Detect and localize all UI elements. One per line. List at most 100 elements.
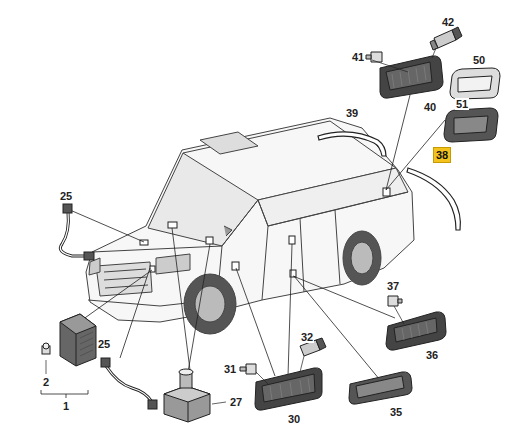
car-body-part — [268, 210, 340, 284]
interior-lamp-part — [366, 55, 371, 59]
interior-lamp-part — [372, 48, 436, 72]
cable-part — [101, 358, 110, 367]
trim-strip — [318, 132, 460, 230]
car-body-part — [224, 226, 232, 236]
footwell-lamp-part — [356, 376, 404, 398]
car-body-part — [148, 153, 258, 246]
callout-number: 39 — [345, 107, 359, 119]
callout-number: 30 — [287, 413, 301, 425]
location-marker — [140, 188, 390, 277]
car-body-part — [104, 269, 148, 288]
callout-number: 41 — [351, 51, 365, 63]
door-lamp-part — [240, 367, 246, 371]
control-module-part — [60, 314, 96, 366]
leader-line-part — [188, 244, 210, 372]
interior-lamp — [366, 27, 462, 98]
control-module-part — [76, 334, 77, 366]
control-module-part — [43, 343, 49, 349]
cable — [60, 204, 94, 260]
car-body-part — [184, 274, 236, 334]
control-module-part — [60, 314, 96, 334]
callout-number: 40 — [423, 101, 437, 113]
callout-number: 50 — [472, 54, 486, 66]
callout-number: 36 — [425, 349, 439, 361]
door-switch-part — [179, 369, 193, 375]
control-module-part — [41, 390, 88, 398]
interior-lamp-part — [452, 27, 462, 40]
boot-lamp — [386, 296, 446, 350]
boot-lamp-part — [388, 296, 398, 306]
door-lamp-part — [246, 364, 256, 374]
boot-lamp-part — [386, 312, 446, 350]
interior-lamp-part — [386, 62, 432, 90]
footwell-lamp — [349, 372, 412, 404]
door-lamp-part — [255, 368, 322, 410]
door-lamp-part — [316, 338, 326, 350]
boot-lamp-part — [398, 299, 402, 303]
cable-part — [60, 212, 84, 256]
cable-part — [63, 204, 72, 213]
leader-line-part — [288, 244, 292, 376]
cable-part — [148, 400, 157, 409]
leader-line-part — [386, 95, 410, 190]
car-body-part — [258, 168, 408, 226]
door-lamp-part — [256, 356, 304, 384]
trim-strip-part — [407, 168, 460, 230]
car-body-part — [200, 132, 258, 154]
callout-number: 2 — [42, 376, 50, 388]
door-switch-part — [212, 402, 226, 404]
control-module — [41, 314, 96, 398]
lamp-lens-part — [454, 116, 488, 134]
leader-line-part — [294, 276, 380, 380]
boot-lamp-part — [402, 322, 428, 340]
callout-number: 27 — [229, 396, 243, 408]
cable-part — [84, 252, 94, 260]
door-lamp-part — [270, 378, 310, 400]
leader-line-part — [293, 276, 395, 318]
interior-lamp-part — [392, 66, 426, 88]
car-body-part — [89, 258, 100, 275]
leader-line-part — [70, 210, 144, 242]
cable-part — [106, 366, 152, 402]
callout-number: 1 — [62, 400, 70, 412]
lamp-lens — [444, 68, 500, 142]
cable-part — [106, 366, 152, 402]
door-lamp-part-part — [270, 378, 310, 400]
leader-line-part — [82, 270, 152, 320]
callout-number: 32 — [300, 331, 314, 343]
car-body-part — [156, 254, 190, 274]
callout-number: 42 — [441, 16, 455, 28]
lamp-lens-part — [444, 108, 498, 142]
callout-number: 35 — [389, 406, 403, 418]
control-module-part — [80, 332, 93, 356]
callout-number: 38 — [433, 147, 451, 163]
interior-lamp-part — [380, 56, 443, 98]
interior-lamp-part — [430, 40, 438, 50]
callout-number: 25 — [97, 338, 111, 350]
boot-lamp-part — [394, 318, 437, 342]
car-body-part — [335, 192, 408, 210]
boot-lamp-part-part — [402, 322, 428, 340]
location-marker-part — [206, 237, 213, 244]
door-switch — [164, 369, 226, 422]
leader-line-part — [172, 228, 190, 370]
car-body-part — [343, 231, 381, 285]
leader-line — [70, 95, 445, 380]
cable — [101, 358, 157, 409]
lamp-lens-part — [458, 76, 492, 92]
car-body-part — [86, 118, 414, 322]
car-body-part — [96, 262, 152, 296]
location-marker-part — [232, 262, 239, 270]
control-module-part — [46, 360, 47, 374]
interior-lamp-part-part — [392, 66, 426, 88]
leader-line-part — [236, 268, 275, 376]
callout-number: 51 — [455, 98, 469, 110]
leader-line-part — [120, 268, 150, 358]
control-module-part-part — [80, 332, 93, 356]
callout-number: 37 — [386, 280, 400, 292]
car-body-part — [351, 242, 373, 274]
boot-lamp-part — [394, 306, 404, 324]
door-lamp-part — [262, 374, 315, 402]
